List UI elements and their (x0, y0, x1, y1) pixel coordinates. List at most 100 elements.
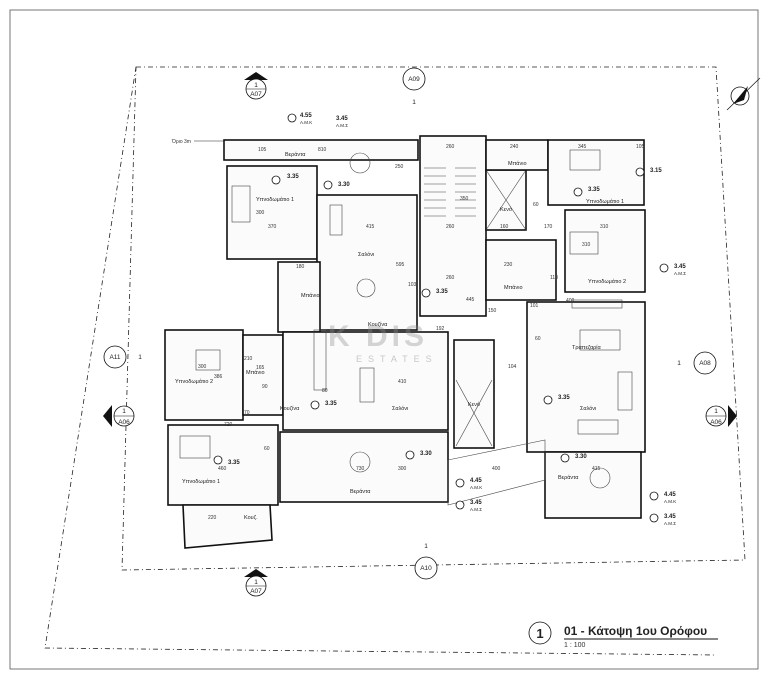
section-tag-a06-right: 1 A06 (705, 405, 737, 427)
level-marker: 3.35 (310, 400, 337, 410)
svg-text:810: 810 (318, 147, 327, 153)
room-label: Υπνοδωμάτιο 1 (586, 198, 624, 205)
watermark-brand: K DIS (328, 320, 428, 353)
plot-boundary-outer (44, 66, 716, 656)
room-label: Βεράντα (558, 474, 579, 481)
svg-text:310: 310 (582, 242, 591, 248)
level-marker: 3.35 (543, 395, 570, 405)
room-label: Κουζίνα (280, 406, 300, 412)
furniture (179, 149, 633, 489)
level-marker: 3.35 (271, 174, 299, 185)
svg-text:110: 110 (550, 275, 558, 281)
bedroom-2-top-right (564, 209, 646, 293)
svg-text:415: 415 (366, 224, 375, 230)
level-marker: 3.35 (421, 288, 448, 298)
svg-text:1: 1 (424, 543, 428, 550)
void-bottom (453, 339, 495, 449)
dining-living-right (526, 301, 646, 453)
svg-text:3.45: 3.45 (336, 116, 348, 122)
svg-text:104: 104 (508, 364, 517, 370)
svg-text:220: 220 (208, 515, 217, 521)
room-label: Κενό (468, 401, 480, 408)
svg-text:230: 230 (504, 262, 513, 268)
svg-text:1: 1 (254, 579, 258, 586)
svg-text:3.15: 3.15 (650, 168, 662, 174)
svg-text:A06: A06 (710, 419, 722, 426)
level-marker: 3.30 (323, 180, 350, 190)
room-label: Μπάνιο (301, 292, 320, 299)
drawing-title-block: 1 01 - Κάτοψη 1ου Ορόφου 1 : 100 (528, 621, 718, 649)
svg-text:4.45: 4.45 (664, 492, 676, 498)
svg-text:720: 720 (224, 422, 233, 428)
room-label: Κουζίνα (368, 322, 388, 328)
svg-text:105: 105 (258, 147, 267, 153)
level-marker: 3.30 (405, 450, 432, 460)
svg-text:1: 1 (138, 354, 142, 361)
svg-text:300: 300 (198, 364, 207, 370)
svg-text:Α.Μ.Σ: Α.Μ.Σ (470, 507, 482, 512)
svg-text:260: 260 (446, 275, 455, 281)
section-tag-a08: A08 1 (677, 351, 717, 375)
svg-text:A09: A09 (408, 76, 420, 83)
svg-text:3.30: 3.30 (338, 182, 350, 188)
svg-text:310: 310 (600, 224, 609, 230)
room-label: Υπνοδωμάτιο 1 (182, 478, 220, 485)
level-marker: 3.45Α.Μ.Σ (649, 513, 676, 526)
svg-text:3.35: 3.35 (287, 174, 299, 180)
svg-text:1: 1 (412, 99, 416, 106)
svg-text:Α.Μ.Σ: Α.Μ.Σ (674, 271, 686, 276)
svg-text:A06: A06 (118, 419, 130, 426)
dimension-labels: 810 105 250 260 240 345 105 370 300 415 … (198, 144, 645, 521)
svg-text:70: 70 (244, 410, 250, 416)
room-label: Βεράντα (285, 151, 306, 158)
plot-boundary (121, 66, 746, 571)
svg-text:345: 345 (578, 144, 587, 150)
svg-text:103: 103 (408, 282, 417, 288)
svg-text:180: 180 (296, 264, 305, 270)
section-tag-a07-top: 1 A07 (244, 72, 268, 100)
svg-text:3.35: 3.35 (588, 187, 600, 193)
bath-bottom-left (242, 334, 284, 416)
svg-text:3.35: 3.35 (228, 460, 240, 466)
svg-text:250: 250 (395, 164, 404, 170)
svg-text:160: 160 (500, 224, 509, 230)
svg-text:410: 410 (398, 379, 407, 385)
room-label: Μπάνιο (508, 160, 527, 167)
level-marker: 4.55Α.Μ.Κ 3.45Α.Μ.Σ (287, 113, 348, 128)
svg-text:3.45: 3.45 (674, 264, 686, 270)
room-label: Σαλόνι (392, 405, 409, 412)
svg-text:105: 105 (636, 144, 645, 150)
stair-core (419, 135, 487, 317)
svg-text:101: 101 (530, 303, 539, 309)
svg-text:60: 60 (535, 336, 541, 342)
section-tag-a10: A10 1 (414, 543, 438, 580)
svg-text:300: 300 (256, 210, 265, 216)
bedroom-1-bottom-left (167, 424, 279, 506)
svg-text:3.35: 3.35 (325, 401, 337, 407)
svg-text:Α.Μ.Σ: Α.Μ.Σ (664, 521, 676, 526)
section-tag-a09: A09 1 (402, 67, 426, 106)
svg-text:386: 386 (214, 374, 223, 380)
svg-text:260: 260 (446, 224, 455, 230)
bath-top-right (485, 139, 549, 171)
svg-text:Α.Μ.Κ: Α.Μ.Κ (300, 120, 312, 125)
level-marker: 3.45Α.Μ.Σ (455, 500, 482, 512)
room-label: Κουζ. (244, 515, 258, 521)
svg-text:Α.Μ.Σ: Α.Μ.Σ (336, 123, 348, 128)
svg-text:400: 400 (492, 466, 501, 472)
section-tag-a07-bottom: 1 A07 (244, 569, 268, 597)
svg-text:60: 60 (264, 446, 270, 452)
svg-text:240: 240 (510, 144, 519, 150)
svg-text:90: 90 (262, 384, 268, 390)
room-label: Υπνοδωμάτιο 2 (588, 278, 626, 285)
bath-mid-right (485, 239, 557, 301)
level-marker: 3.15 (635, 167, 662, 177)
svg-text:A07: A07 (250, 91, 262, 98)
room-label: Μπάνιο (504, 284, 523, 291)
sheet-border (9, 9, 759, 670)
svg-text:400: 400 (566, 298, 575, 304)
svg-text:1: 1 (122, 408, 126, 415)
room-label: Σαλόνι (580, 405, 597, 412)
stair-treads (424, 167, 476, 217)
